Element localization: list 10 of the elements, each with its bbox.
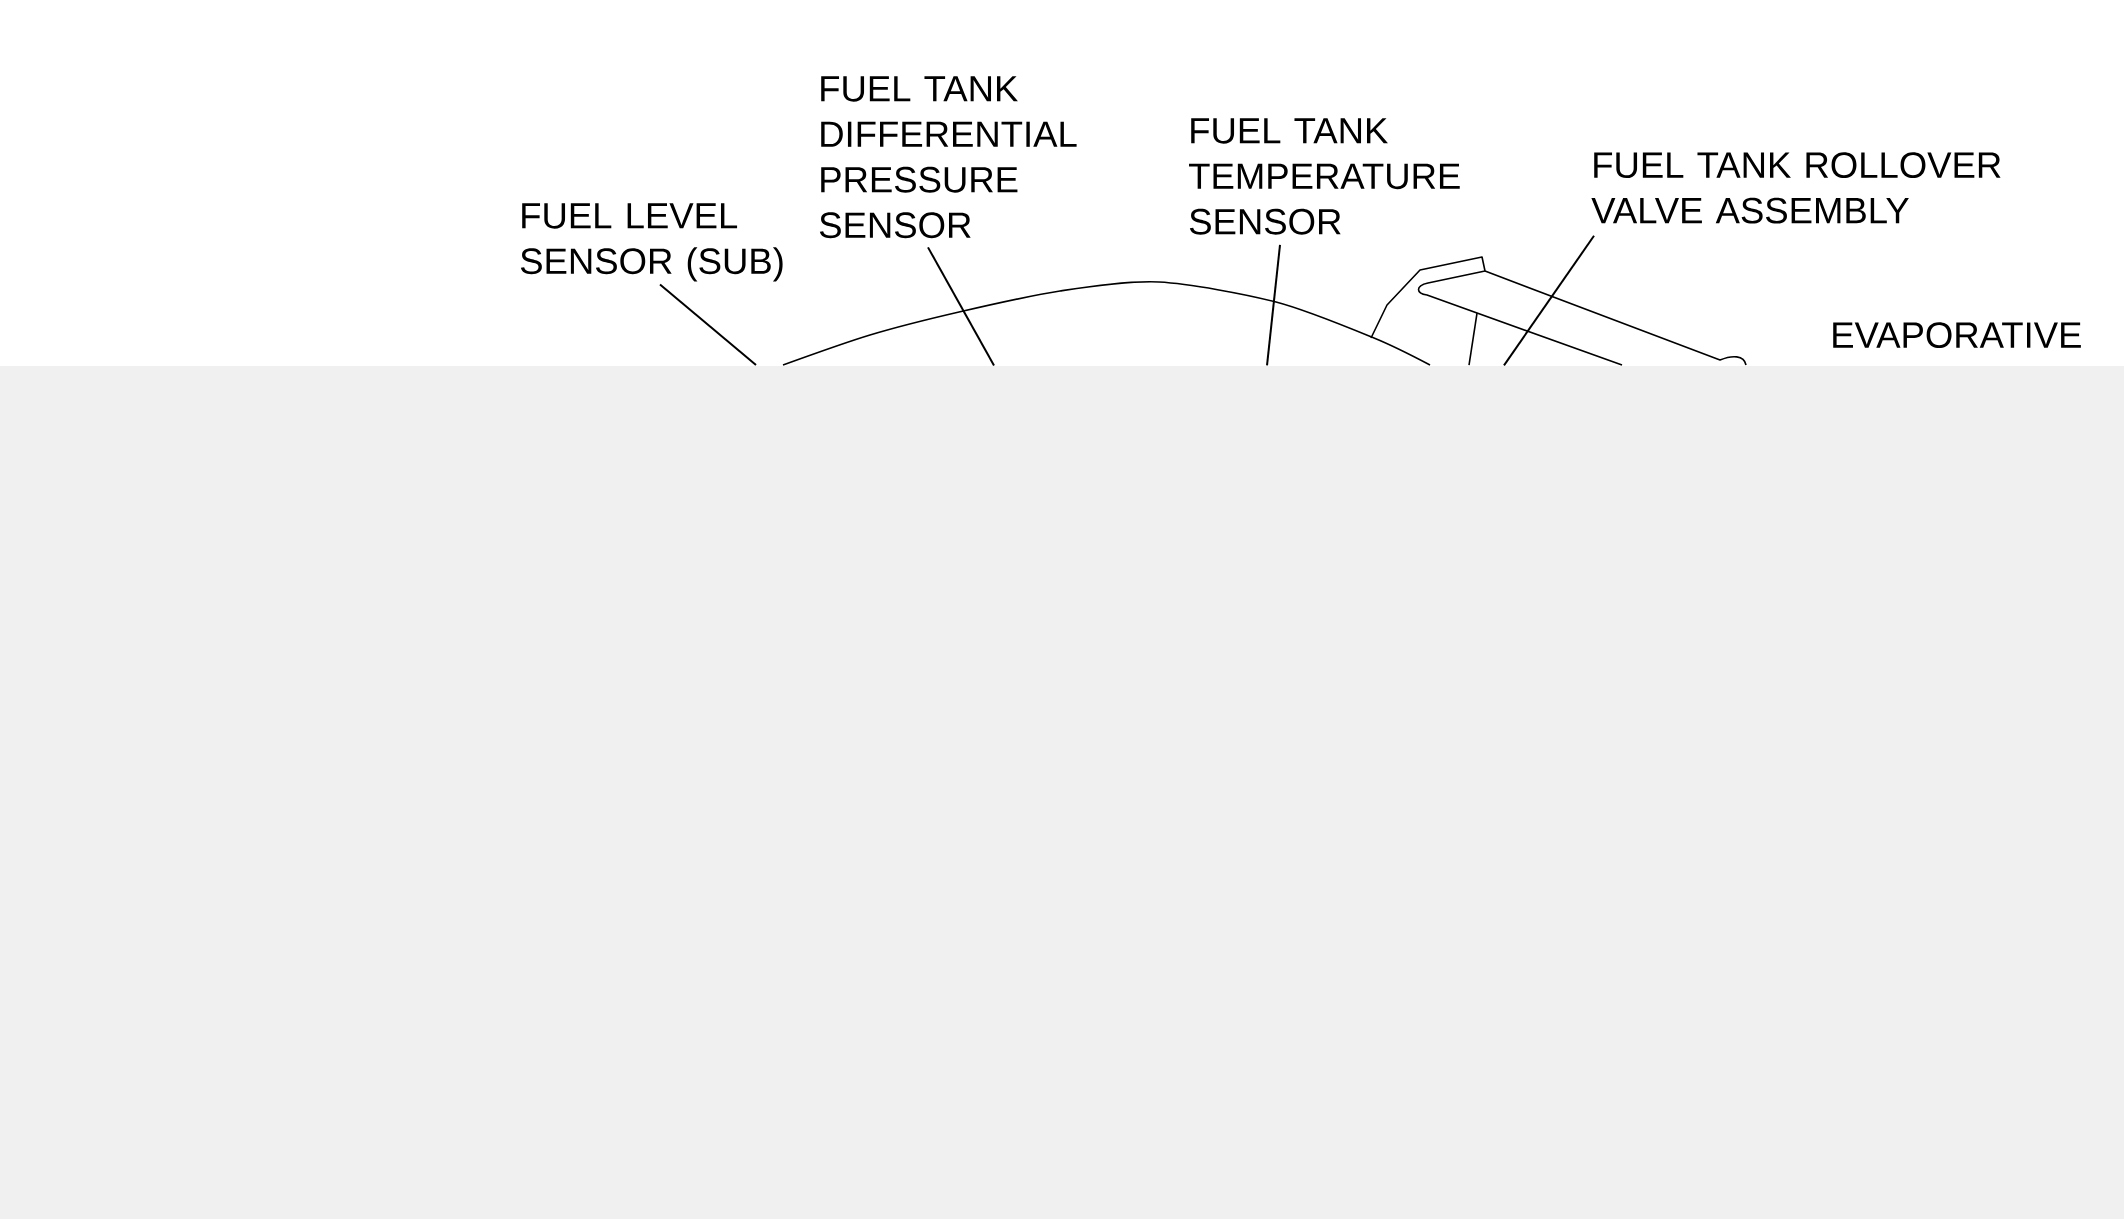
part-label: FUEL LEVEL SENSOR (SUB) (520, 203, 783, 282)
fuel-tank-drawing (782, 256, 1747, 366)
leader-line (1503, 234, 1595, 367)
part-label: FUEL TANK TEMPERATURE SENSOR (1189, 118, 1460, 235)
leader-line (1266, 243, 1281, 367)
part-label: FUEL TANK DIFFERENTIAL PRESSURE SENSOR (819, 76, 1077, 239)
leader-line (927, 246, 995, 367)
part-label: FUEL TANK ROLLOVER VALVE ASSEMBLY (1591, 152, 2001, 224)
leader-line (659, 283, 757, 366)
part-label: EVAPORATIVE (1833, 322, 2081, 349)
